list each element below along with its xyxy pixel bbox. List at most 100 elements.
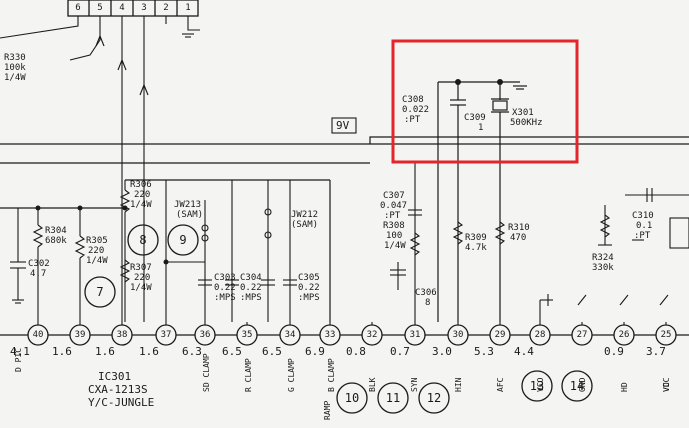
pin-circle-40 bbox=[27, 324, 49, 346]
pin-circle-33 bbox=[319, 324, 341, 346]
svg-text:R308: R308 bbox=[383, 221, 405, 231]
pin-voltage: 1.6 bbox=[52, 345, 72, 358]
pin-number-35: 35 bbox=[242, 330, 253, 340]
svg-text:1/4W: 1/4W bbox=[130, 200, 152, 210]
svg-text:R330: R330 bbox=[4, 53, 26, 63]
pin-number-26: 26 bbox=[619, 330, 630, 340]
pin-number-38: 38 bbox=[117, 330, 128, 340]
pin-circle-39 bbox=[69, 324, 91, 346]
svg-text:1/4W: 1/4W bbox=[384, 241, 406, 251]
pin-name: R CLAMP bbox=[244, 358, 253, 392]
svg-text:JW212: JW212 bbox=[291, 210, 318, 220]
svg-text::PT: :PT bbox=[384, 211, 401, 221]
callout-circle-13 bbox=[521, 370, 553, 402]
callout-circle-9 bbox=[167, 224, 199, 256]
callout-circle-10 bbox=[336, 382, 368, 414]
svg-text:1/4W: 1/4W bbox=[86, 256, 108, 266]
pin-voltage: 1.6 bbox=[139, 345, 159, 358]
svg-text:(SAM): (SAM) bbox=[291, 220, 318, 230]
svg-text:R309: R309 bbox=[465, 233, 487, 243]
connector-leads bbox=[0, 16, 200, 322]
pin-number-39: 39 bbox=[75, 330, 86, 340]
pin-number-28: 28 bbox=[535, 330, 546, 340]
pin-circle-36 bbox=[194, 324, 216, 346]
ic-part: CXA-1213S bbox=[88, 383, 148, 396]
pin-circle-30 bbox=[447, 324, 469, 346]
pin-voltage: 0.7 bbox=[390, 345, 410, 358]
svg-text:220: 220 bbox=[88, 246, 104, 256]
pin-circle-34 bbox=[279, 324, 301, 346]
pin-name: VCO bbox=[536, 377, 545, 392]
svg-text:C309: C309 bbox=[464, 113, 486, 123]
svg-text:R306: R306 bbox=[130, 180, 152, 190]
oscillator-network bbox=[437, 81, 527, 322]
supply-label-box bbox=[331, 117, 357, 134]
top-pin-6: 6 bbox=[75, 3, 80, 13]
svg-text:4.7: 4.7 bbox=[30, 269, 46, 279]
pin-circle-31 bbox=[404, 324, 426, 346]
top-pin-5: 5 bbox=[97, 3, 102, 13]
svg-text::MPS: :MPS bbox=[240, 293, 262, 303]
r330-resistor: R330 100k 1/4W bbox=[4, 53, 26, 83]
pin-voltage: 3.7 bbox=[646, 345, 666, 358]
pin-number-32: 32 bbox=[367, 330, 378, 340]
left-components bbox=[10, 180, 297, 322]
supply-label: 9V bbox=[336, 119, 350, 132]
svg-text:500KHz: 500KHz bbox=[510, 118, 543, 128]
pin-voltage: 6.9 bbox=[305, 345, 325, 358]
callout-number-7: 7 bbox=[96, 285, 103, 299]
pin-number-27: 27 bbox=[577, 330, 588, 340]
pin-name: HD bbox=[620, 382, 629, 392]
top-pin-2: 2 bbox=[163, 3, 168, 13]
pin-number-40: 40 bbox=[33, 330, 44, 340]
svg-text:8: 8 bbox=[425, 298, 430, 308]
callout-circle-12 bbox=[418, 382, 450, 414]
svg-text:1: 1 bbox=[478, 123, 483, 133]
svg-text:220: 220 bbox=[134, 273, 150, 283]
junction-dots bbox=[35, 79, 503, 265]
svg-text:C302: C302 bbox=[28, 259, 50, 269]
pin-number-33: 33 bbox=[325, 330, 336, 340]
callout-number-13: 13 bbox=[530, 379, 544, 393]
pin-circle-28 bbox=[529, 324, 551, 346]
svg-text::PT: :PT bbox=[634, 231, 651, 241]
pin-name: SYN bbox=[410, 377, 419, 392]
svg-text:470: 470 bbox=[510, 233, 526, 243]
pin-circle-37 bbox=[155, 324, 177, 346]
callout-circle-14 bbox=[561, 370, 593, 402]
svg-text:C306: C306 bbox=[415, 288, 437, 298]
ic-function: Y/C-JUNGLE bbox=[88, 396, 154, 409]
svg-text:0.047: 0.047 bbox=[380, 201, 407, 211]
svg-text:1/4W: 1/4W bbox=[4, 73, 26, 83]
pin-voltage: 1.6 bbox=[95, 345, 115, 358]
svg-text::MPS: :MPS bbox=[298, 293, 320, 303]
pin-name: VD bbox=[662, 382, 671, 392]
pin-name: GND bbox=[578, 377, 587, 392]
pin-number-25: 25 bbox=[661, 330, 672, 340]
svg-text:330k: 330k bbox=[592, 263, 614, 273]
pin-name: VCC bbox=[662, 377, 671, 392]
svg-text:680k: 680k bbox=[45, 236, 67, 246]
callout-circle-11 bbox=[377, 382, 409, 414]
pin-number-30: 30 bbox=[453, 330, 464, 340]
highlight-box bbox=[391, 39, 579, 164]
right-mid-components bbox=[390, 163, 689, 322]
top-pin-1: 1 bbox=[185, 3, 190, 13]
svg-text:C305: C305 bbox=[298, 273, 320, 283]
pin-number-36: 36 bbox=[200, 330, 211, 340]
pin-name: G CLAMP bbox=[287, 358, 296, 392]
pin-number-31: 31 bbox=[410, 330, 421, 340]
pin-circle-29 bbox=[489, 324, 511, 346]
pin-voltage: 6.5 bbox=[222, 345, 242, 358]
right-mid-labels: C307 0.047 :PT R308 100 1/4W C306 8 R309… bbox=[380, 191, 654, 308]
svg-text:JW213: JW213 bbox=[174, 200, 201, 210]
pin-voltage: 6.5 bbox=[262, 345, 282, 358]
pin-name: HIN bbox=[454, 377, 463, 392]
callout-number-9: 9 bbox=[179, 233, 186, 247]
svg-text:C308: C308 bbox=[402, 95, 424, 105]
svg-text:0.22: 0.22 bbox=[298, 283, 320, 293]
pin-voltage: 0.8 bbox=[346, 345, 366, 358]
pin-number-29: 29 bbox=[495, 330, 506, 340]
